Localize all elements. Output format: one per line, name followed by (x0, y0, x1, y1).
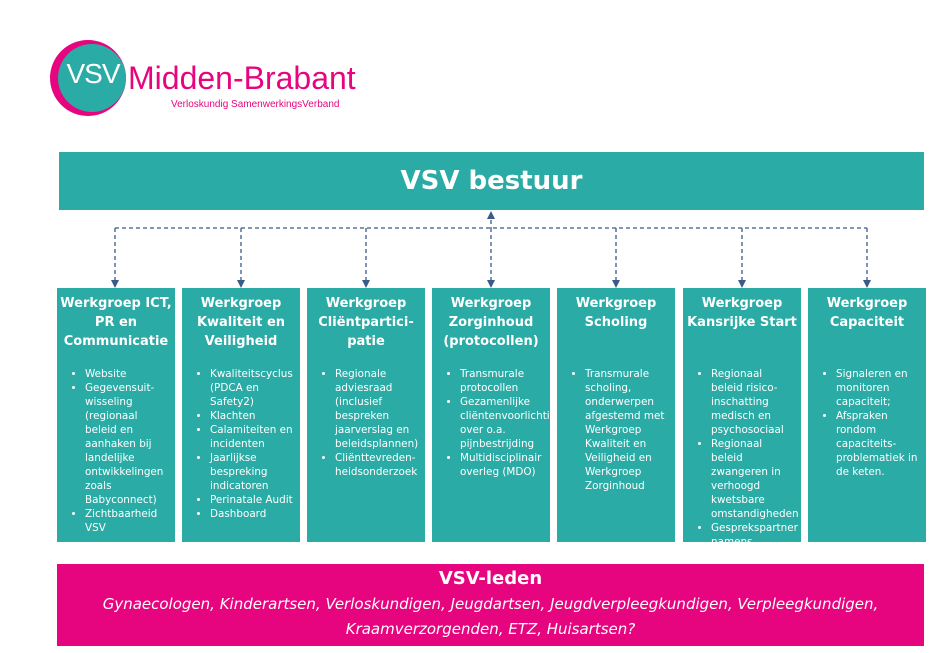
workgroup-item: Gesprekspartner namens medisch domein (711, 521, 798, 563)
arrow-down-icon (362, 280, 370, 288)
workgroup-item: Regionale adviesraad (inclusief bespreke… (335, 367, 421, 451)
workgroup-title: Werkgroep Scholing (575, 296, 657, 330)
workgroup-title: Werkgroep Cliëntpartici-patie (318, 296, 414, 349)
workgroup-item: Perinatale Audit (210, 493, 296, 507)
arrow-down-icon (111, 280, 119, 288)
workgroup-item: Signaleren en monitoren capaciteit; (836, 367, 922, 409)
workgroup-item: Klachten (210, 409, 296, 423)
workgroup-items: Website Gegevensuit-wisseling (regionaal… (57, 367, 175, 535)
workgroup-box-kwaliteit: Werkgroep Kwaliteit en Veiligheid Kwalit… (182, 288, 300, 542)
arrow-down-icon (738, 280, 746, 288)
arrow-down-icon (237, 280, 245, 288)
board-box: VSV bestuur (59, 152, 924, 210)
members-title: VSV-leden (438, 568, 543, 589)
workgroup-item: Gezamenlijke cliëntenvoorlichting over o… (460, 395, 563, 451)
logo-name: Midden-Brabant (128, 60, 356, 96)
logo-abbr: VSV (66, 58, 120, 89)
workgroup-item: Cliënttevreden-heidsonderzoek (335, 451, 421, 479)
workgroup-item: Multidisciplinair overleg (MDO) (460, 451, 546, 479)
workgroup-title: Werkgroep Kansrijke Start (687, 296, 797, 330)
workgroup-item: Transmurale scholing, onderwerpen afgest… (585, 367, 671, 493)
members-box: VSV-leden Gynaecologen, Kinderartsen, Ve… (57, 564, 924, 646)
workgroup-item: Transmurale protocollen (460, 367, 546, 395)
workgroup-item: Gegevensuit-wisseling (regionaal beleid … (85, 381, 171, 507)
workgroup-box-scholing: Werkgroep Scholing Transmurale scholing,… (557, 288, 675, 542)
logo-disc-icon (58, 44, 126, 112)
workgroup-box-clientparticipatie: Werkgroep Cliëntpartici-patie Regionale … (307, 288, 425, 542)
logo-subtitle: Verloskundig SamenwerkingsVerband (171, 99, 340, 110)
workgroup-title: Werkgroep Kwaliteit en Veiligheid (196, 296, 286, 349)
workgroup-box-kansrijke-start: Werkgroep Kansrijke Start Regionaal bele… (683, 288, 801, 562)
workgroup-items: Transmurale scholing, onderwerpen afgest… (557, 367, 675, 493)
workgroup-items: Transmurale protocollen Gezamenlijke cli… (432, 367, 563, 479)
workgroup-item: Calamiteiten en incidenten (210, 423, 296, 451)
workgroup-item: Regionaal beleid risico-inschatting medi… (711, 367, 797, 437)
workgroup-item: Website (85, 367, 171, 381)
workgroup-item: Afspraken rondom capaciteits-problematie… (836, 409, 922, 479)
arrow-down-icon (863, 280, 871, 288)
workgroup-items: Signaleren en monitoren capaciteit; Afsp… (808, 367, 926, 479)
arrow-down-icon (487, 280, 495, 288)
workgroup-title: Werkgroep Zorginhoud (protocollen) (443, 296, 539, 349)
workgroup-item: Zichtbaarheid VSV (85, 507, 171, 535)
arrow-down-icon (612, 280, 620, 288)
arrow-up-icon (487, 211, 495, 219)
workgroup-items: Kwaliteitscyclus (PDCA en Safety2) Klach… (182, 367, 300, 521)
workgroup-title: Werkgroep ICT, PR en Communicatie (60, 296, 172, 349)
members-list: Gynaecologen, Kinderartsen, Verloskundig… (102, 595, 879, 638)
workgroup-title: Werkgroep Capaciteit (826, 296, 908, 330)
workgroup-item: Kwaliteitscyclus (PDCA en Safety2) (210, 367, 296, 409)
workgroup-items: Regionale adviesraad (inclusief bespreke… (307, 367, 425, 479)
workgroup-item: Dashboard (210, 507, 296, 521)
workgroup-item: Regionaal beleid zwangeren in verhoogd k… (711, 437, 799, 521)
workgroup-box-capaciteit: Werkgroep Capaciteit Signaleren en monit… (808, 288, 926, 542)
workgroup-items: Regionaal beleid risico-inschatting medi… (683, 367, 801, 563)
workgroup-item: Jaarlijkse bespreking indicatoren (210, 451, 296, 493)
workgroup-box-ict: Werkgroep ICT, PR en Communicatie Websit… (57, 288, 175, 542)
workgroup-box-zorginhoud: Werkgroep Zorginhoud (protocollen) Trans… (432, 288, 563, 542)
